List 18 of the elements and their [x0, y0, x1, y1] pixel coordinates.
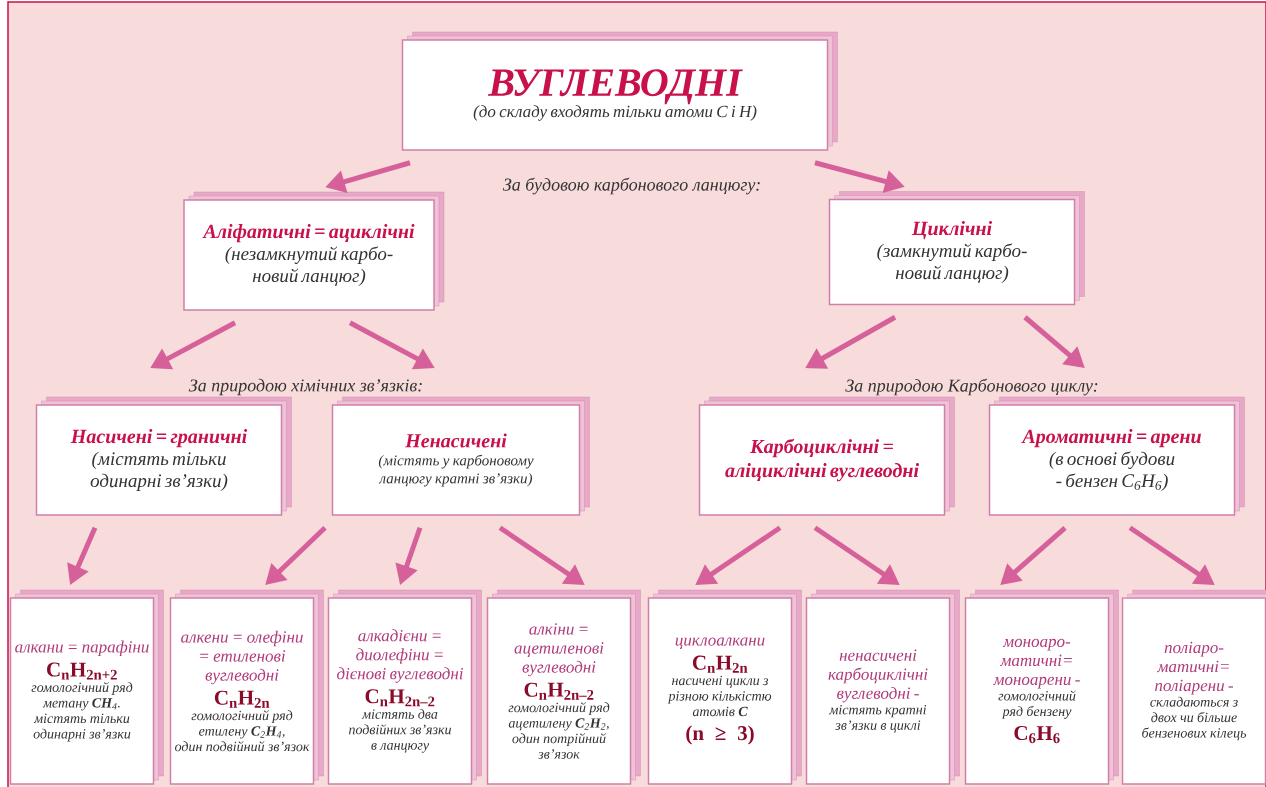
category-box: алкадієни = диолефіни = дієнові вуглеводні C$_{n}$H$_{2n–2}$ містять два подвійних зв’язки в ланцюгу: [327, 589, 482, 785]
category-box: алкіни = ацетиленові вуглеводні C$_{n}$H$_{2n–2}$ гомологічний ряд ацетилену C$_{2}$H$_{2}$, один потрійний зв’язок: [486, 589, 641, 785]
category-box: Ароматичні = арени (в основі будови - бензен C$_{6}$H$_{6}$): [988, 396, 1245, 516]
category-box: Карбоциклічні = аліциклічні вуглеводні: [698, 396, 955, 516]
section-label: За будовою карбонового ланцюгу:: [502, 177, 760, 195]
category-box: ненасичені карбоциклічні вуглеводні - містять кратні зв’язки в циклі: [805, 589, 960, 785]
category-box: алкени = олефіни = етиленові вуглеводні C$_{n}$H$_{2n}$ гомологічний ряд етилену C$_{2}$H$_{4}$, один подвійний зв’язок: [169, 589, 324, 785]
category-box: алкани = парафіни C$_{n}$H$_{2n+2}$ гомологічний ряд метану CH$_{4}$. містять тільки одинарні зв’язки: [9, 589, 164, 785]
category-box: Ненасичені (містять у карбоновому ланцюгу кратні зв’язки): [331, 396, 590, 516]
category-box: Циклічні (замкнутий карбо- новий ланцюг): [828, 191, 1085, 306]
category-box: моноаро- матичні= моноарени - гомологічний ряд бензену C$_{6}$H$_{6}$: [964, 589, 1119, 785]
section-label: За природою Карбонового циклу:: [845, 378, 1098, 396]
category-box: Аліфатичні = ациклічні (незамкнутий карбо- новий ланцюг): [183, 191, 445, 311]
section-label: За природою хімічних зв’язків:: [188, 378, 422, 396]
category-box: Насичені = граничні (містять тільки одинарні зв’язки): [35, 396, 292, 516]
category-box: циклоалкани C$_{n}$H$_{2n}$ насичені цикли з різною кількістю атомів C (n ≥ 3): [647, 589, 802, 785]
category-box: поліаро- матичні= поліарени - складаються з двох чи більше бензенових кілець: [1121, 589, 1266, 785]
title-box: ВУГЛЕВОДНІ (до складу входять тільки атоми С і Н): [401, 31, 838, 151]
